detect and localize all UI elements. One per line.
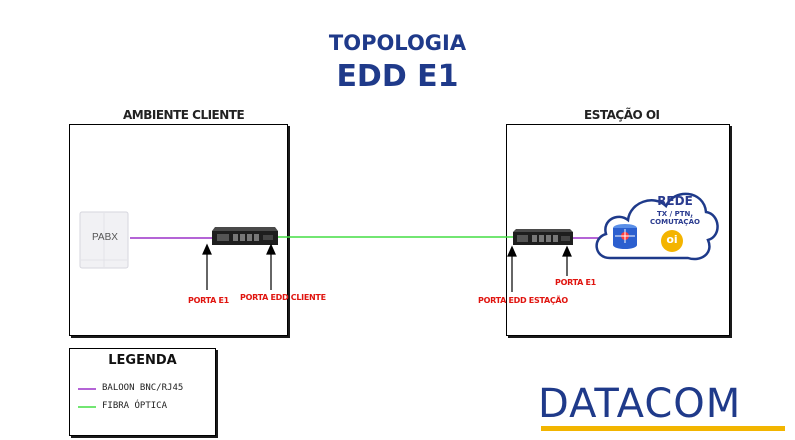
switch-icon bbox=[613, 224, 637, 249]
legend-item-balun: BALOON BNC/RJ45 bbox=[102, 383, 184, 393]
port-edd-station-label: PORTA EDD ESTAÇÃO bbox=[478, 296, 568, 305]
diagram-subtitle: EDD E1 bbox=[336, 59, 459, 94]
client-area-label: AMBIENTE CLIENTE bbox=[123, 108, 245, 122]
station-area-label: ESTAÇÃO OI bbox=[584, 108, 660, 122]
oi-logo-text: oi bbox=[666, 233, 678, 246]
port-edd-client-label: PORTA EDD CLIENTE bbox=[240, 293, 326, 302]
datacom-logo-accent bbox=[541, 426, 785, 431]
edd-router-icon bbox=[212, 227, 278, 245]
pabx-label: PABX bbox=[92, 232, 118, 243]
client-edd-device bbox=[211, 225, 279, 252]
port-e1-client-label: PORTA E1 bbox=[188, 296, 229, 305]
cloud-line2: TX / PTN, bbox=[656, 210, 694, 218]
pabx-icon bbox=[79, 211, 129, 269]
datacom-logo: DATACOM bbox=[538, 381, 742, 427]
network-cloud: REDE TX / PTN, COMUTAÇÃO oi bbox=[588, 180, 723, 270]
legend-box: LEGENDA BALOON BNC/RJ45 FIBRA ÓPTICA bbox=[69, 348, 216, 436]
diagram-title: TOPOLOGIA bbox=[328, 31, 467, 55]
pabx-device: PABX bbox=[78, 210, 130, 270]
cloud-title: REDE bbox=[657, 194, 693, 208]
legend-item-fiber: FIBRA ÓPTICA bbox=[102, 401, 168, 411]
cloud-line3: COMUTAÇÃO bbox=[650, 218, 700, 226]
port-e1-station-label: PORTA E1 bbox=[555, 278, 596, 287]
edd-router-icon bbox=[513, 229, 573, 245]
oi-logo-icon: oi bbox=[661, 230, 683, 252]
legend-swatches bbox=[78, 388, 96, 408]
station-edd-device bbox=[512, 227, 574, 252]
legend-title: LEGENDA bbox=[108, 353, 177, 368]
